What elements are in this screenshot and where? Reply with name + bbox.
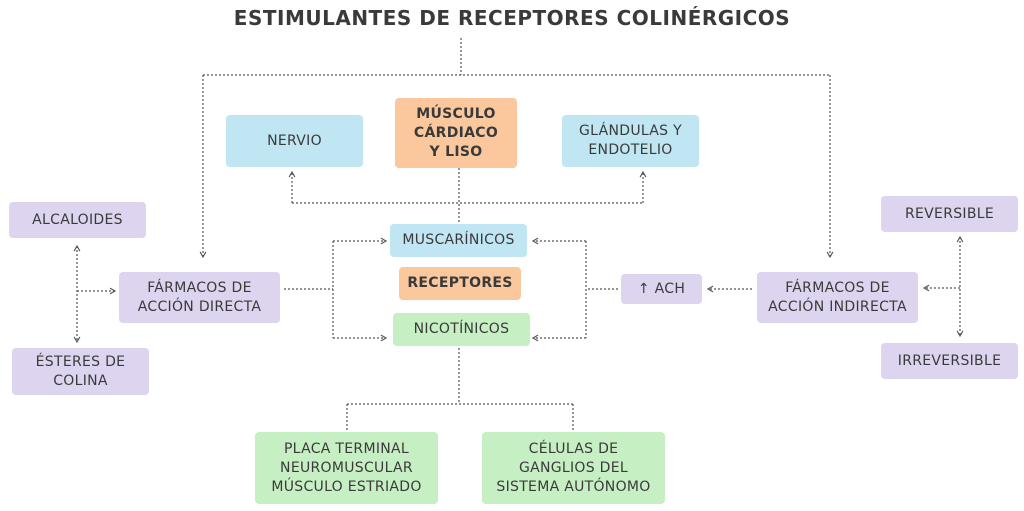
- node-farmacos-accion-indirecta: FÁRMACOS DE ACCIÓN INDIRECTA: [757, 272, 918, 323]
- node-glandulas-endotelio: GLÁNDULAS Y ENDOTELIO: [562, 115, 699, 167]
- node-reversible: REVERSIBLE: [881, 196, 1018, 232]
- node-ach: ↑ ACH: [621, 274, 702, 304]
- node-celulas-ganglios: CÉLULAS DE GANGLIOS DEL SISTEMA AUTÓNOMO: [482, 432, 665, 504]
- node-musculo-cardiaco-liso: MÚSCULO CÁRDIACO Y LISO: [395, 98, 517, 168]
- node-alcaloides: ALCALOIDES: [9, 202, 146, 238]
- node-farmacos-accion-directa: FÁRMACOS DE ACCIÓN DIRECTA: [119, 272, 280, 323]
- node-receptores: RECEPTORES: [399, 267, 521, 300]
- node-nervio: NERVIO: [226, 115, 363, 167]
- node-muscarinicos: MUSCARÍNICOS: [390, 224, 527, 257]
- node-nicotinicos: NICOTÍNICOS: [393, 313, 530, 346]
- node-irreversible: IRREVERSIBLE: [881, 343, 1018, 379]
- node-placa-terminal: PLACA TERMINAL NEUROMUSCULAR MÚSCULO EST…: [255, 432, 438, 504]
- diagram-title: ESTIMULANTES DE RECEPTORES COLINÉRGICOS: [233, 6, 791, 30]
- node-esteres-de-colina: ÉSTERES DE COLINA: [12, 348, 149, 395]
